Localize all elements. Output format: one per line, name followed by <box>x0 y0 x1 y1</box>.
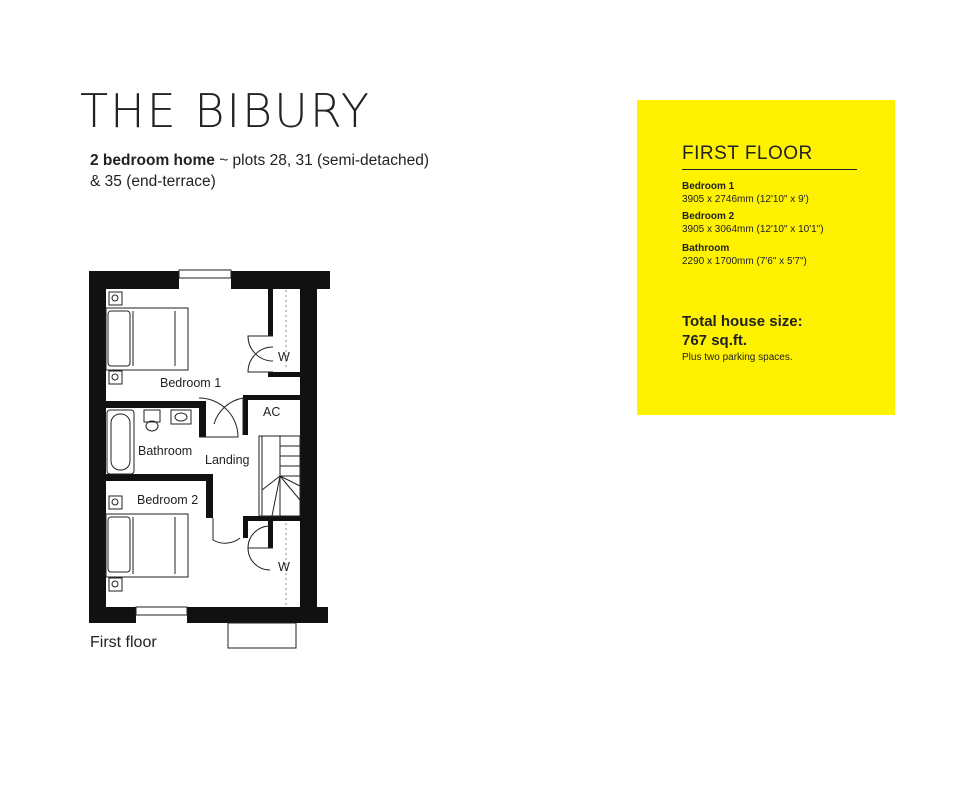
label-bedroom-2: Bedroom 2 <box>137 493 198 507</box>
plan-caption: First floor <box>90 634 157 651</box>
room-sizes-panel: FIRST FLOOR Bedroom 1 3905 x 2746mm (12'… <box>637 100 895 415</box>
panel-heading: FIRST FLOOR <box>682 143 813 164</box>
label-landing: Landing <box>205 453 250 467</box>
room-size: 3905 x 2746mm (12'10" x 9') <box>682 194 809 205</box>
label-wardrobe-1: W <box>278 350 290 364</box>
door-swings <box>198 335 274 571</box>
room-name: Bathroom <box>682 243 730 254</box>
room-name: Bedroom 2 <box>682 211 735 222</box>
room-entry: Bedroom 1 3905 x 2746mm (12'10" x 9') <box>682 180 809 206</box>
plots-text-line2: & 35 (end-terrace) <box>90 173 216 190</box>
staircase <box>258 435 301 517</box>
interior-walls <box>106 288 300 548</box>
label-airing-cupboard: AC <box>263 405 280 419</box>
label-wardrobe-2: W <box>278 560 290 574</box>
plots-text: ~ plots 28, 31 (semi-detached) <box>214 152 429 169</box>
plots-description: 2 bedroom home ~ plots 28, 31 (semi-deta… <box>90 150 510 192</box>
room-size: 2290 x 1700mm (7'6" x 5'7") <box>682 256 807 267</box>
panel-divider <box>682 169 857 170</box>
total-size-label: Total house size: <box>682 313 803 330</box>
windows <box>135 269 232 616</box>
page-title: THE BIBURY <box>80 84 371 138</box>
label-bedroom-1: Bedroom 1 <box>160 376 221 390</box>
total-size-value: 767 sq.ft. <box>682 332 748 349</box>
room-entry: Bedroom 2 3905 x 3064mm (12'10" x 10'1") <box>682 210 824 236</box>
home-type: 2 bedroom home <box>90 152 215 169</box>
parking-note: Plus two parking spaces. <box>682 352 793 363</box>
bathroom-fixtures <box>106 409 192 475</box>
room-size: 3905 x 3064mm (12'10" x 10'1") <box>682 224 824 235</box>
label-bathroom: Bathroom <box>138 444 192 458</box>
room-name: Bedroom 1 <box>682 181 735 192</box>
total-size: Total house size: 767 sq.ft. <box>682 312 803 350</box>
bed-2 <box>105 495 189 592</box>
porch-canopy <box>227 622 297 649</box>
outer-walls <box>89 271 330 623</box>
bed-1 <box>105 291 189 385</box>
room-entry: Bathroom 2290 x 1700mm (7'6" x 5'7") <box>682 242 807 268</box>
